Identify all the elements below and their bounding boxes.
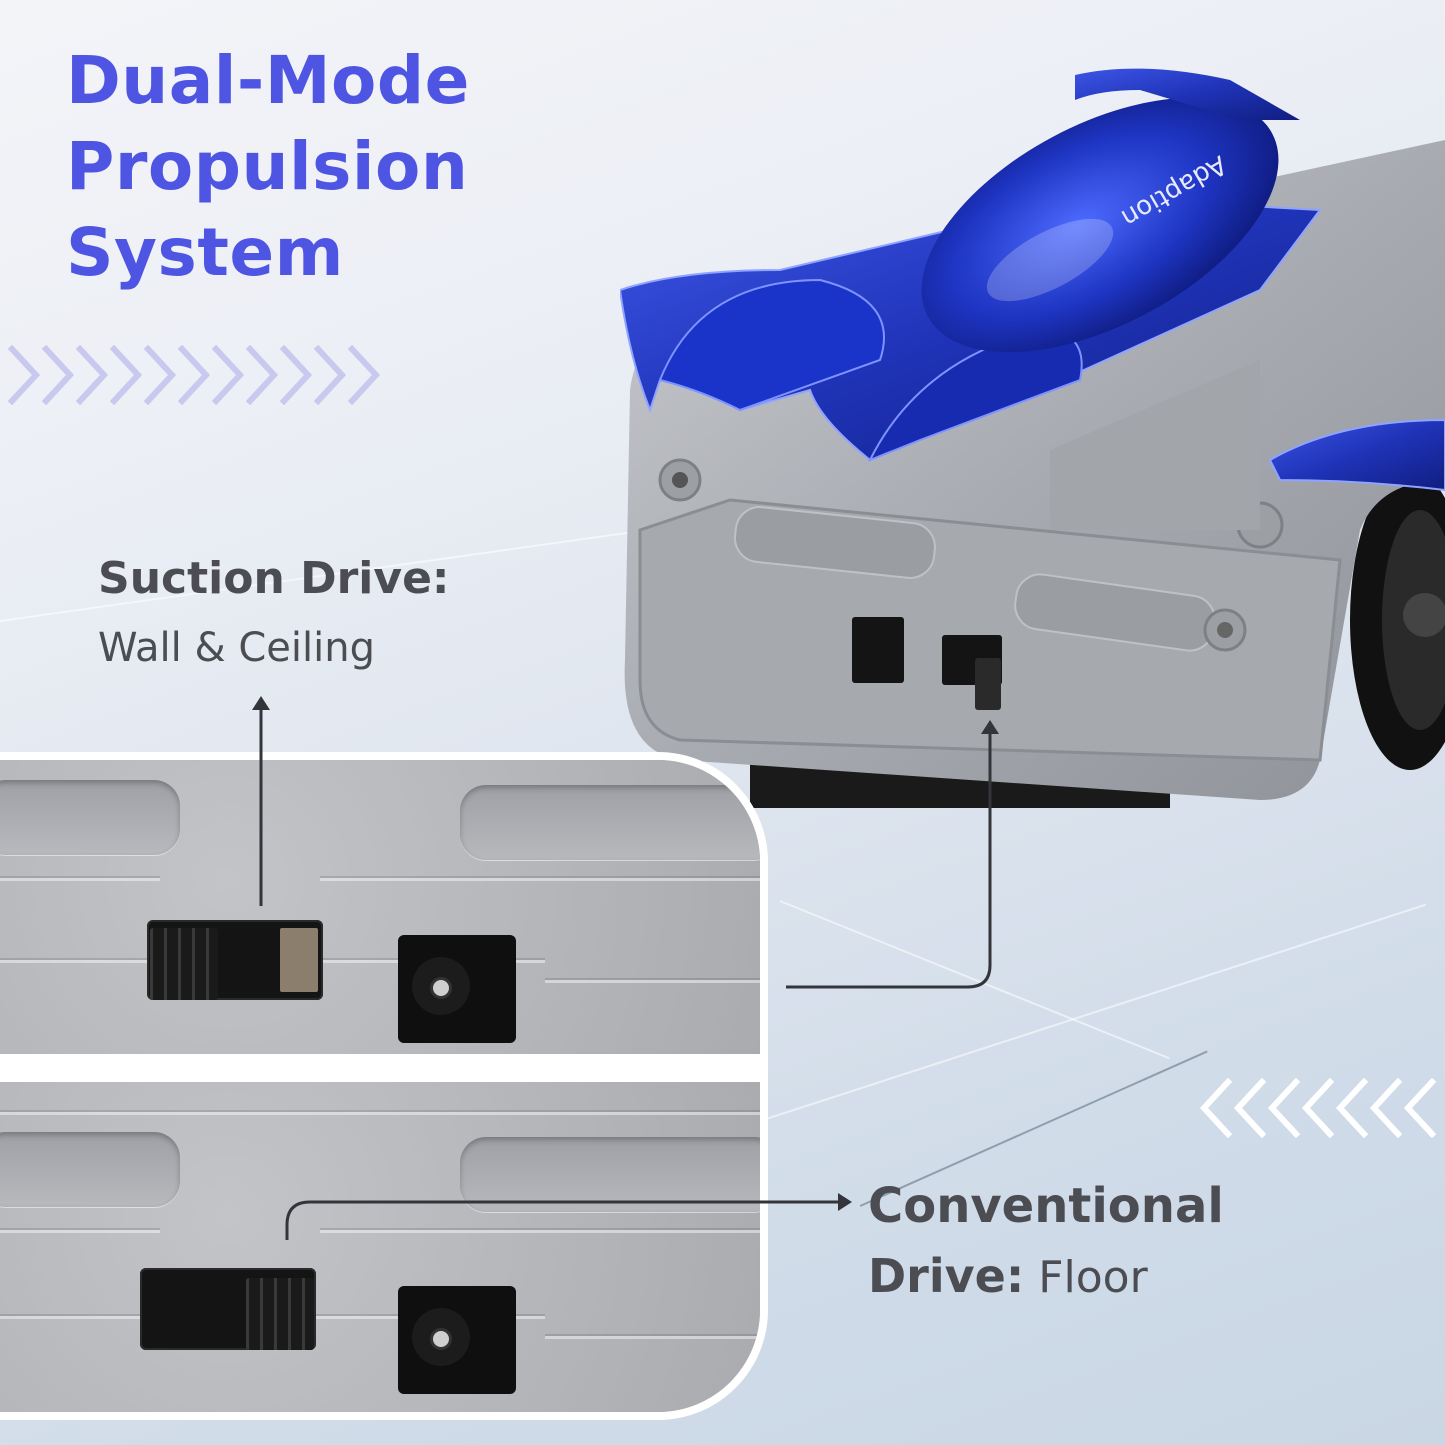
chevron-right-icon (280, 345, 314, 405)
title-line-2: Propulsion (66, 128, 469, 205)
chevron-left-icon (1198, 1078, 1232, 1138)
arrow-right-icon (838, 1193, 852, 1211)
inset-divider (0, 1054, 768, 1078)
panel-recess (460, 1137, 760, 1212)
page-title: Dual-Mode Propulsion System (66, 38, 470, 296)
chevron-left-icon (1300, 1078, 1334, 1138)
panel-groove (320, 1230, 760, 1233)
title-line-1: Dual-Mode (66, 42, 470, 119)
arrow-up-icon (252, 696, 270, 710)
charging-port (398, 1286, 516, 1394)
chevron-right-icon (144, 345, 178, 405)
port-pin (430, 1328, 452, 1350)
panel-groove (0, 1230, 160, 1233)
conventional-drive-detail: Floor (1038, 1252, 1148, 1303)
mode-switch-knob[interactable] (150, 928, 218, 1000)
suction-drive-detail: Wall & Ceiling (98, 625, 375, 671)
port-pin (430, 977, 452, 999)
chevron-left-icon (1402, 1078, 1436, 1138)
panel-groove (0, 878, 160, 881)
chevron-right-icon (178, 345, 212, 405)
chevron-left-icon (1266, 1078, 1300, 1138)
chevron-right-icon (348, 345, 382, 405)
panel-groove (320, 878, 760, 881)
chevron-right-decoration (8, 345, 382, 405)
panel-recess (460, 785, 760, 860)
inset-suction-mode (0, 752, 768, 1062)
inset-floor-mode (0, 1078, 768, 1420)
floor-crack (779, 900, 1170, 1060)
conventional-drive-heading-2: Drive: (868, 1249, 1025, 1303)
suction-drive-callout: Suction Drive: Wall & Ceiling (98, 553, 450, 677)
rc-car-image: Adaption (620, 68, 1445, 808)
conventional-drive-callout: Conventional Drive: Floor (868, 1176, 1224, 1310)
chevron-right-icon (212, 345, 246, 405)
chevron-left-decoration (1198, 1078, 1436, 1138)
chevron-left-icon (1368, 1078, 1402, 1138)
title-line-3: System (66, 214, 344, 291)
panel-recess (0, 780, 180, 855)
chevron-right-icon (8, 345, 42, 405)
charging-port (398, 935, 516, 1043)
suction-drive-heading: Suction Drive: (98, 553, 450, 604)
chevron-right-icon (76, 345, 110, 405)
mode-switch-knob[interactable] (246, 1278, 314, 1350)
panel-groove (0, 1112, 760, 1115)
panel-recess (0, 1132, 180, 1207)
conventional-drive-heading: Conventional (868, 1178, 1224, 1234)
chevron-right-icon (110, 345, 144, 405)
panel-groove (545, 980, 760, 983)
chevron-left-icon (1232, 1078, 1266, 1138)
chevron-right-icon (42, 345, 76, 405)
chevron-left-icon (1334, 1078, 1368, 1138)
panel-groove (545, 1336, 760, 1339)
chevron-right-icon (246, 345, 280, 405)
switch-contact (280, 928, 318, 992)
chevron-right-icon (314, 345, 348, 405)
